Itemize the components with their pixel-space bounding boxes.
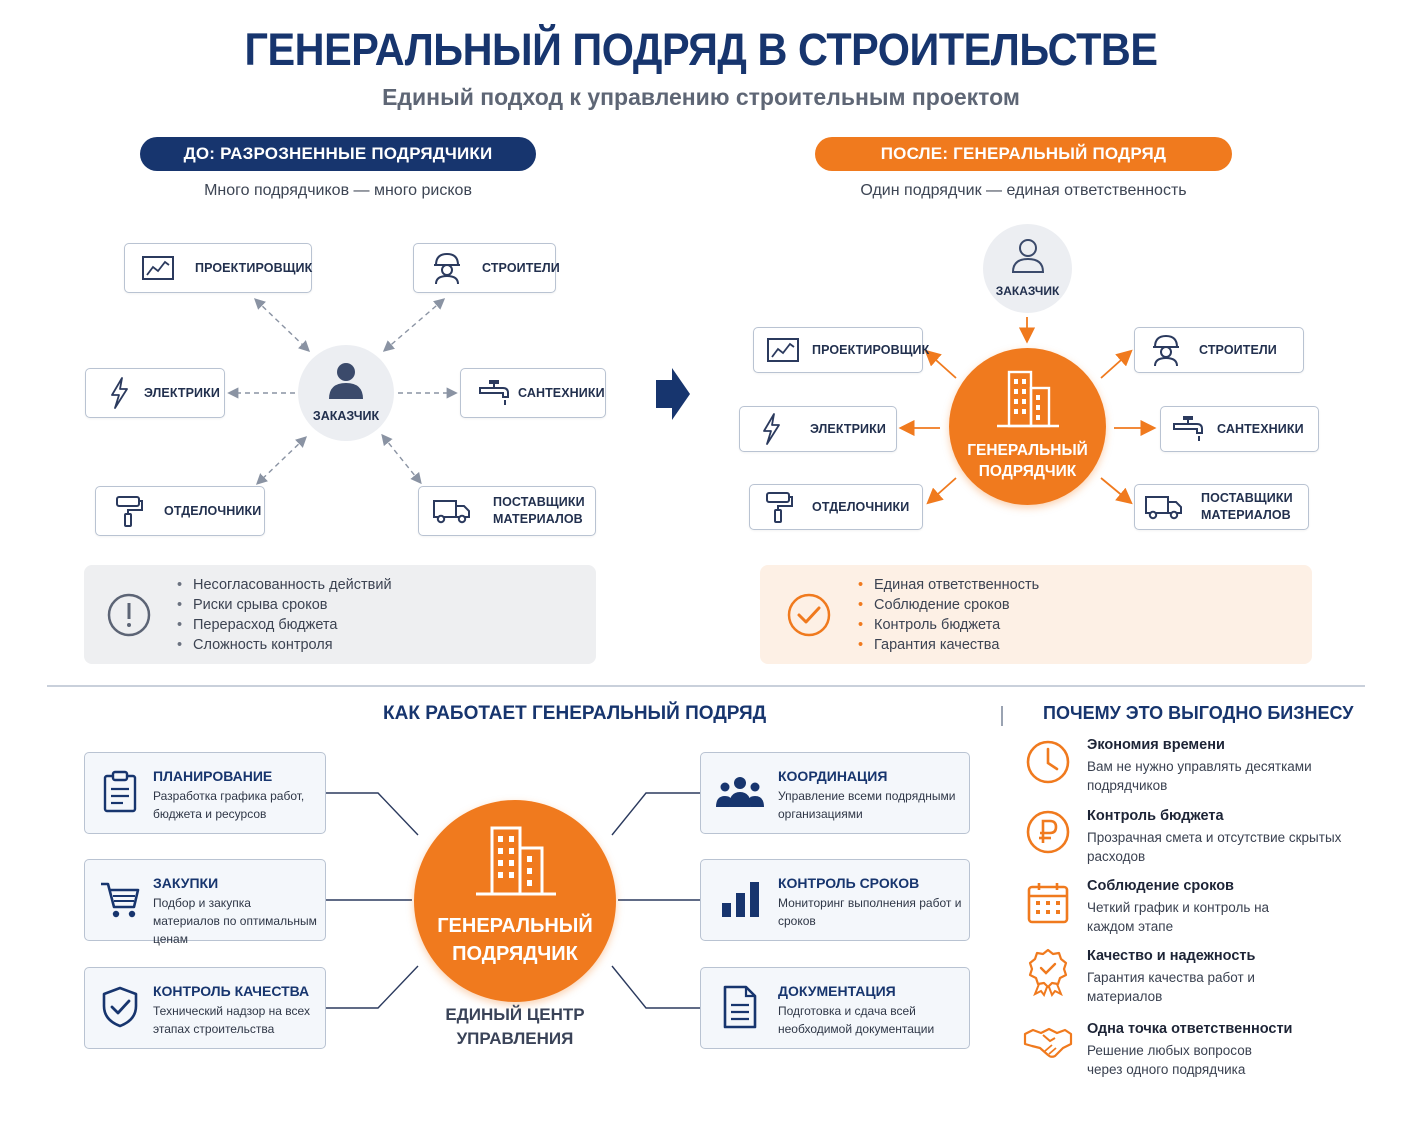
list-item: Риски срыва сроков — [177, 595, 392, 615]
after-benefits-box: Единая ответственность Соблюдение сроков… — [760, 565, 1312, 664]
benefit-desc: Четкий график и контроль на каждом этапе — [1087, 900, 1270, 934]
after-customer-label: ЗАКАЗЧИК — [995, 284, 1060, 298]
step-coordination: КООРДИНАЦИЯ Управление всеми подрядными … — [700, 752, 970, 834]
clock-icon — [1024, 738, 1072, 786]
after-node-builders: СТРОИТЕЛИ — [1134, 327, 1304, 373]
before-node-builders: СТРОИТЕЛИ — [413, 243, 560, 293]
worker-helmet-icon — [428, 249, 466, 287]
after-node-electricians: ЭЛЕКТРИКИ — [739, 406, 897, 452]
step-procurement: ЗАКУПКИ Подбор и закупка материалов по о… — [84, 859, 326, 946]
worker-helmet-icon — [1147, 331, 1185, 369]
after-caption: Один подрядчик — единая ответственность — [860, 182, 1187, 199]
before-issues-box: Несогласованность действий Риски срыва с… — [84, 565, 596, 664]
paint-roller-icon — [760, 488, 798, 526]
blueprint-icon — [139, 249, 177, 287]
step-documentation: ДОКУМЕНТАЦИЯ Подготовка и сдача всей нео… — [700, 967, 970, 1049]
team-icon — [715, 771, 765, 813]
after-node-finishers: ОТДЕЛОЧНИКИ — [749, 484, 923, 530]
step-quality-control: КОНТРОЛЬ КАЧЕСТВА Технический надзор на … — [84, 967, 326, 1049]
step-planning: ПЛАНИРОВАНИЕ Разработка графика работ, б… — [84, 752, 326, 834]
before-node-electricians: ЭЛЕКТРИКИ — [85, 368, 225, 418]
truck-icon — [1145, 488, 1183, 526]
how-connectors — [324, 792, 700, 1009]
list-item: Несогласованность действий — [177, 575, 392, 595]
benefit-desc: Прозрачная смета и отсутствие скрытых ра… — [1087, 830, 1342, 864]
before-badge: ДО: РАЗРОЗНЕННЫЕ ПОДРЯДЧИКИ — [140, 137, 536, 171]
benefit-title: Качество и надежность — [1087, 948, 1256, 964]
paint-roller-icon — [110, 492, 148, 530]
page-title: ГЕНЕРАЛЬНЫЙ ПОДРЯД В СТРОИТЕЛЬСТВЕ — [244, 24, 1158, 75]
after-benefits-list: Единая ответственность Соблюдение сроков… — [858, 575, 1039, 655]
person-icon — [329, 363, 363, 399]
lightning-icon — [100, 374, 138, 412]
warning-icon — [107, 593, 151, 637]
how-title: КАК РАБОТАЕТ ГЕНЕРАЛЬНЫЙ ПОДРЯД — [383, 703, 767, 724]
after-contractor-circle: ГЕНЕРАЛЬНЫЙ ПОДРЯДЧИК — [949, 348, 1106, 505]
benefit-title: Соблюдение сроков — [1087, 878, 1234, 894]
benefit-desc: Решение любых вопросов через одного подр… — [1087, 1043, 1252, 1077]
before-node-plumbers: САНТЕХНИКИ — [460, 368, 606, 418]
after-badge: ПОСЛЕ: ГЕНЕРАЛЬНЫЙ ПОДРЯД — [815, 137, 1232, 171]
person-outline-icon — [1011, 239, 1045, 273]
before-node-designer: ПРОЕКТИРОВЩИК — [124, 243, 312, 293]
benefit-title: Экономия времени — [1087, 737, 1225, 753]
why-title: ПОЧЕМУ ЭТО ВЫГОДНО БИЗНЕСУ — [1043, 703, 1354, 723]
before-connectors — [227, 298, 690, 485]
benefit-desc: Гарантия качества работ и материалов — [1087, 970, 1255, 1004]
document-icon — [715, 985, 765, 1029]
bar-chart-icon — [715, 878, 765, 920]
before-issues-list: Несогласованность действий Риски срыва с… — [177, 575, 392, 655]
after-connectors — [898, 317, 1157, 505]
ruble-coin-icon — [1024, 808, 1072, 856]
before-customer-label: ЗАКАЗЧИК — [312, 409, 380, 423]
how-contractor-circle: ГЕНЕРАЛЬНЫЙ ПОДРЯДЧИК — [414, 800, 616, 1002]
after-contractor-label-1: ГЕНЕРАЛЬНЫЙ — [967, 442, 1088, 459]
truck-icon — [433, 492, 471, 530]
faucet-icon — [1169, 410, 1207, 448]
benefit-title: Контроль бюджета — [1087, 808, 1224, 824]
lightning-icon — [752, 410, 790, 448]
after-node-plumbers: САНТЕХНИКИ — [1160, 406, 1319, 452]
shopping-cart-icon — [99, 878, 141, 920]
list-item: Сложность контроля — [177, 635, 392, 655]
how-contractor-label-2: ПОДРЯДЧИК — [452, 943, 578, 965]
handshake-icon — [1023, 1018, 1073, 1066]
benefit-desc: Вам не нужно управлять десятками подрядч… — [1087, 759, 1312, 793]
calendar-icon — [1024, 879, 1072, 927]
clipboard-icon — [99, 770, 141, 813]
section-divider — [47, 685, 1365, 687]
faucet-icon — [475, 374, 513, 412]
before-customer-circle: ЗАКАЗЧИК — [298, 345, 394, 441]
blueprint-icon — [764, 331, 802, 369]
before-node-finishers: ОТДЕЛОЧНИКИ — [95, 486, 265, 536]
vertical-divider — [1001, 706, 1003, 726]
after-contractor-label-2: ПОДРЯДЧИК — [978, 463, 1077, 480]
shield-check-icon — [99, 986, 141, 1028]
list-item: Перерасход бюджета — [177, 615, 392, 635]
page-subtitle: Единый подход к управлению строительным … — [382, 84, 1020, 110]
after-customer-circle: ЗАКАЗЧИК — [983, 224, 1072, 313]
how-caption-2: УПРАВЛЕНИЯ — [456, 1029, 574, 1048]
after-node-designer: ПРОЕКТИРОВЩИК — [753, 327, 929, 373]
how-caption-1: ЕДИНЫЙ ЦЕНТР — [445, 1005, 585, 1024]
list-item: Контроль бюджета — [858, 615, 1039, 635]
step-schedule-control: КОНТРОЛЬ СРОКОВ Мониторинг выполнения ра… — [700, 859, 970, 941]
building-icon — [476, 826, 556, 896]
list-item: Соблюдение сроков — [858, 595, 1039, 615]
how-contractor-label-1: ГЕНЕРАЛЬНЫЙ — [437, 915, 593, 937]
building-icon — [997, 370, 1059, 428]
list-item: Гарантия качества — [858, 635, 1039, 655]
list-item: Единая ответственность — [858, 575, 1039, 595]
before-caption: Много подрядчиков — много рисков — [204, 182, 472, 199]
check-circle-icon — [787, 593, 831, 637]
benefit-title: Одна точка ответственности — [1087, 1021, 1293, 1037]
award-badge-icon — [1024, 948, 1072, 998]
